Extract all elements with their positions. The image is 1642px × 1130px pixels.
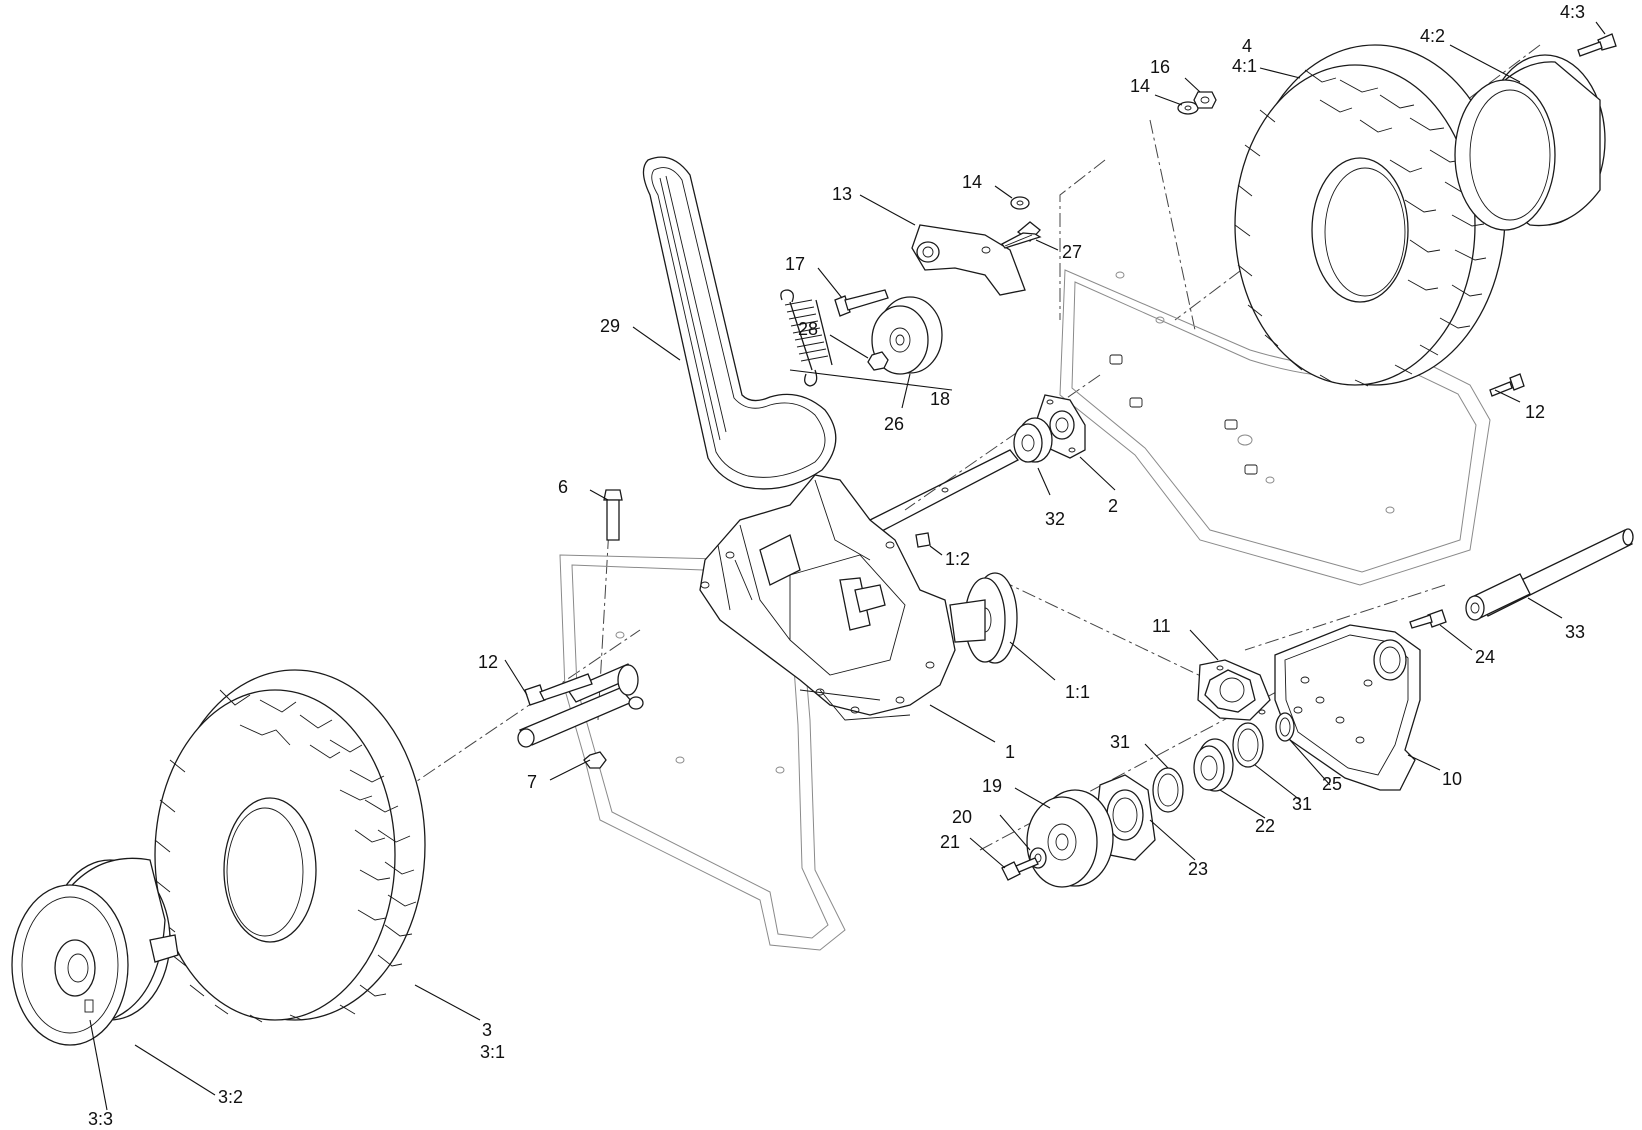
callout-16: 16 [1150, 57, 1170, 77]
callout-12-left: 12 [478, 652, 498, 672]
left-wheel-rim [11, 857, 179, 1046]
callout-31-upper: 31 [1110, 732, 1130, 752]
callout-24: 24 [1475, 647, 1495, 667]
collar [1013, 417, 1053, 463]
transaxle [699, 449, 1020, 721]
callout-12-right: 12 [1525, 402, 1545, 422]
callout-1-2: 1:2 [945, 549, 970, 569]
callout-1-1: 1:1 [1065, 682, 1090, 702]
bearing-flange [1197, 659, 1271, 721]
callout-3-2: 3:2 [218, 1087, 243, 1107]
callout-labels: 4:3 4 4:1 4:2 16 14 14 13 27 17 29 28 26… [88, 2, 1585, 1129]
callout-28: 28 [798, 319, 818, 339]
callout-31-lower: 31 [1292, 794, 1312, 814]
callout-4-3: 4:3 [1560, 2, 1585, 22]
callout-29: 29 [600, 316, 620, 336]
callout-4-2: 4:2 [1420, 26, 1445, 46]
right-tire [1234, 44, 1506, 387]
drive-belt [642, 156, 837, 490]
support-plate [1274, 624, 1421, 791]
callout-32: 32 [1045, 509, 1065, 529]
bolt-12-right [1489, 373, 1525, 397]
callout-3-1: 3:1 [480, 1042, 505, 1062]
callout-17: 17 [785, 254, 805, 274]
callout-14-top: 14 [1130, 76, 1150, 96]
callout-1: 1 [1005, 742, 1015, 762]
shaft [1409, 528, 1634, 629]
bolt-27 [1001, 221, 1042, 249]
callout-10: 10 [1442, 769, 1462, 789]
drive-pulley [1026, 789, 1114, 888]
callout-33: 33 [1565, 622, 1585, 642]
callout-4-1: 4:1 [1232, 56, 1257, 76]
extension-spring [780, 289, 833, 387]
washer-nut-top [1177, 91, 1217, 115]
callout-25: 25 [1322, 774, 1342, 794]
callout-4: 4 [1242, 36, 1252, 56]
callout-7: 7 [527, 772, 537, 792]
left-axle-hardware [517, 489, 644, 769]
washer-14-upper [1010, 196, 1030, 210]
callout-2: 2 [1108, 496, 1118, 516]
idler-bracket [911, 224, 1026, 296]
callout-13: 13 [832, 184, 852, 204]
callout-26: 26 [884, 414, 904, 434]
callout-6: 6 [558, 477, 568, 497]
callout-11: 11 [1152, 616, 1171, 636]
idler-pulley [867, 296, 943, 375]
pulley-bolt [1001, 847, 1047, 881]
callout-18: 18 [930, 389, 950, 409]
callout-20: 20 [952, 807, 972, 827]
leader-lines [89, 21, 1606, 1111]
bearing-stack [1152, 712, 1295, 813]
transaxle-pulley [949, 572, 1018, 664]
callout-21: 21 [940, 832, 960, 852]
callout-23: 23 [1188, 859, 1208, 879]
callout-3-3: 3:3 [88, 1109, 113, 1129]
right-wheel-rim [1454, 33, 1617, 231]
left-tire [154, 669, 426, 1023]
bolt-17 [834, 289, 889, 317]
callout-27: 27 [1062, 242, 1082, 262]
callout-3: 3 [482, 1020, 492, 1040]
callout-14-upper: 14 [962, 172, 982, 192]
callout-22: 22 [1255, 816, 1275, 836]
callout-19: 19 [982, 776, 1002, 796]
